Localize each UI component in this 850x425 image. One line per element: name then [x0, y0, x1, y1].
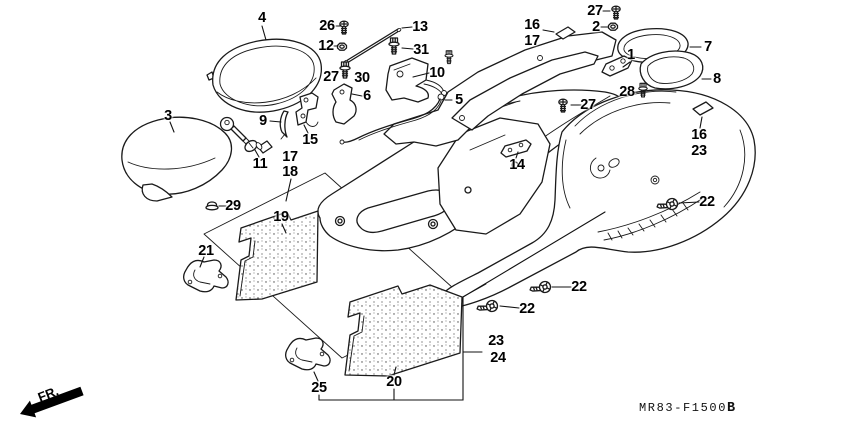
- caution-sticker-16-17: [555, 26, 576, 40]
- lock-bracket-6: [331, 83, 357, 125]
- lock-cable-5: [339, 93, 445, 145]
- nut-icon-2: [607, 22, 619, 31]
- tail-decal: [597, 191, 704, 241]
- seat-lock-latch-10: [385, 57, 447, 103]
- seat-lock-key-11: [219, 116, 273, 154]
- setting-plate-14: [500, 139, 532, 158]
- part-code-suffix: B: [727, 401, 736, 416]
- part-code-text: MR83-F1500: [639, 401, 728, 415]
- fr-label: FR.: [36, 383, 61, 405]
- leader-lines: [169, 10, 712, 401]
- lock-clip-9: [279, 110, 289, 140]
- front-direction-arrow: FR.: [20, 383, 84, 418]
- seat-cowl-3: [121, 116, 233, 202]
- nut-icon-12: [336, 42, 348, 51]
- screw-icon-22c: [475, 298, 500, 317]
- cowl-trim-8: [639, 50, 704, 90]
- diagram-part-code: MR83-F1500B: [639, 401, 735, 416]
- pillion-seat-4: [206, 38, 322, 113]
- screw-icon-27b: [611, 5, 621, 20]
- grommet-icon-29: [205, 201, 219, 211]
- seat-bracket-21: [183, 259, 229, 293]
- screw-icon-22b: [528, 279, 553, 298]
- seat-rail-subframe: [383, 31, 617, 147]
- bolt-icon-27-30: [339, 61, 351, 79]
- caution-sticker-16-23: [692, 101, 714, 116]
- bolt-icon-31: [388, 37, 400, 55]
- lock-bracket-15: [295, 92, 319, 127]
- screw-icon-26: [339, 20, 349, 35]
- seat-pad-19: [235, 210, 319, 301]
- setting-plate-1: [601, 55, 633, 77]
- frame-bolt-icon: [444, 50, 454, 65]
- tail-cowl: [439, 89, 756, 309]
- seat-bracket-25: [285, 337, 331, 371]
- seat-pad-20: [344, 284, 463, 377]
